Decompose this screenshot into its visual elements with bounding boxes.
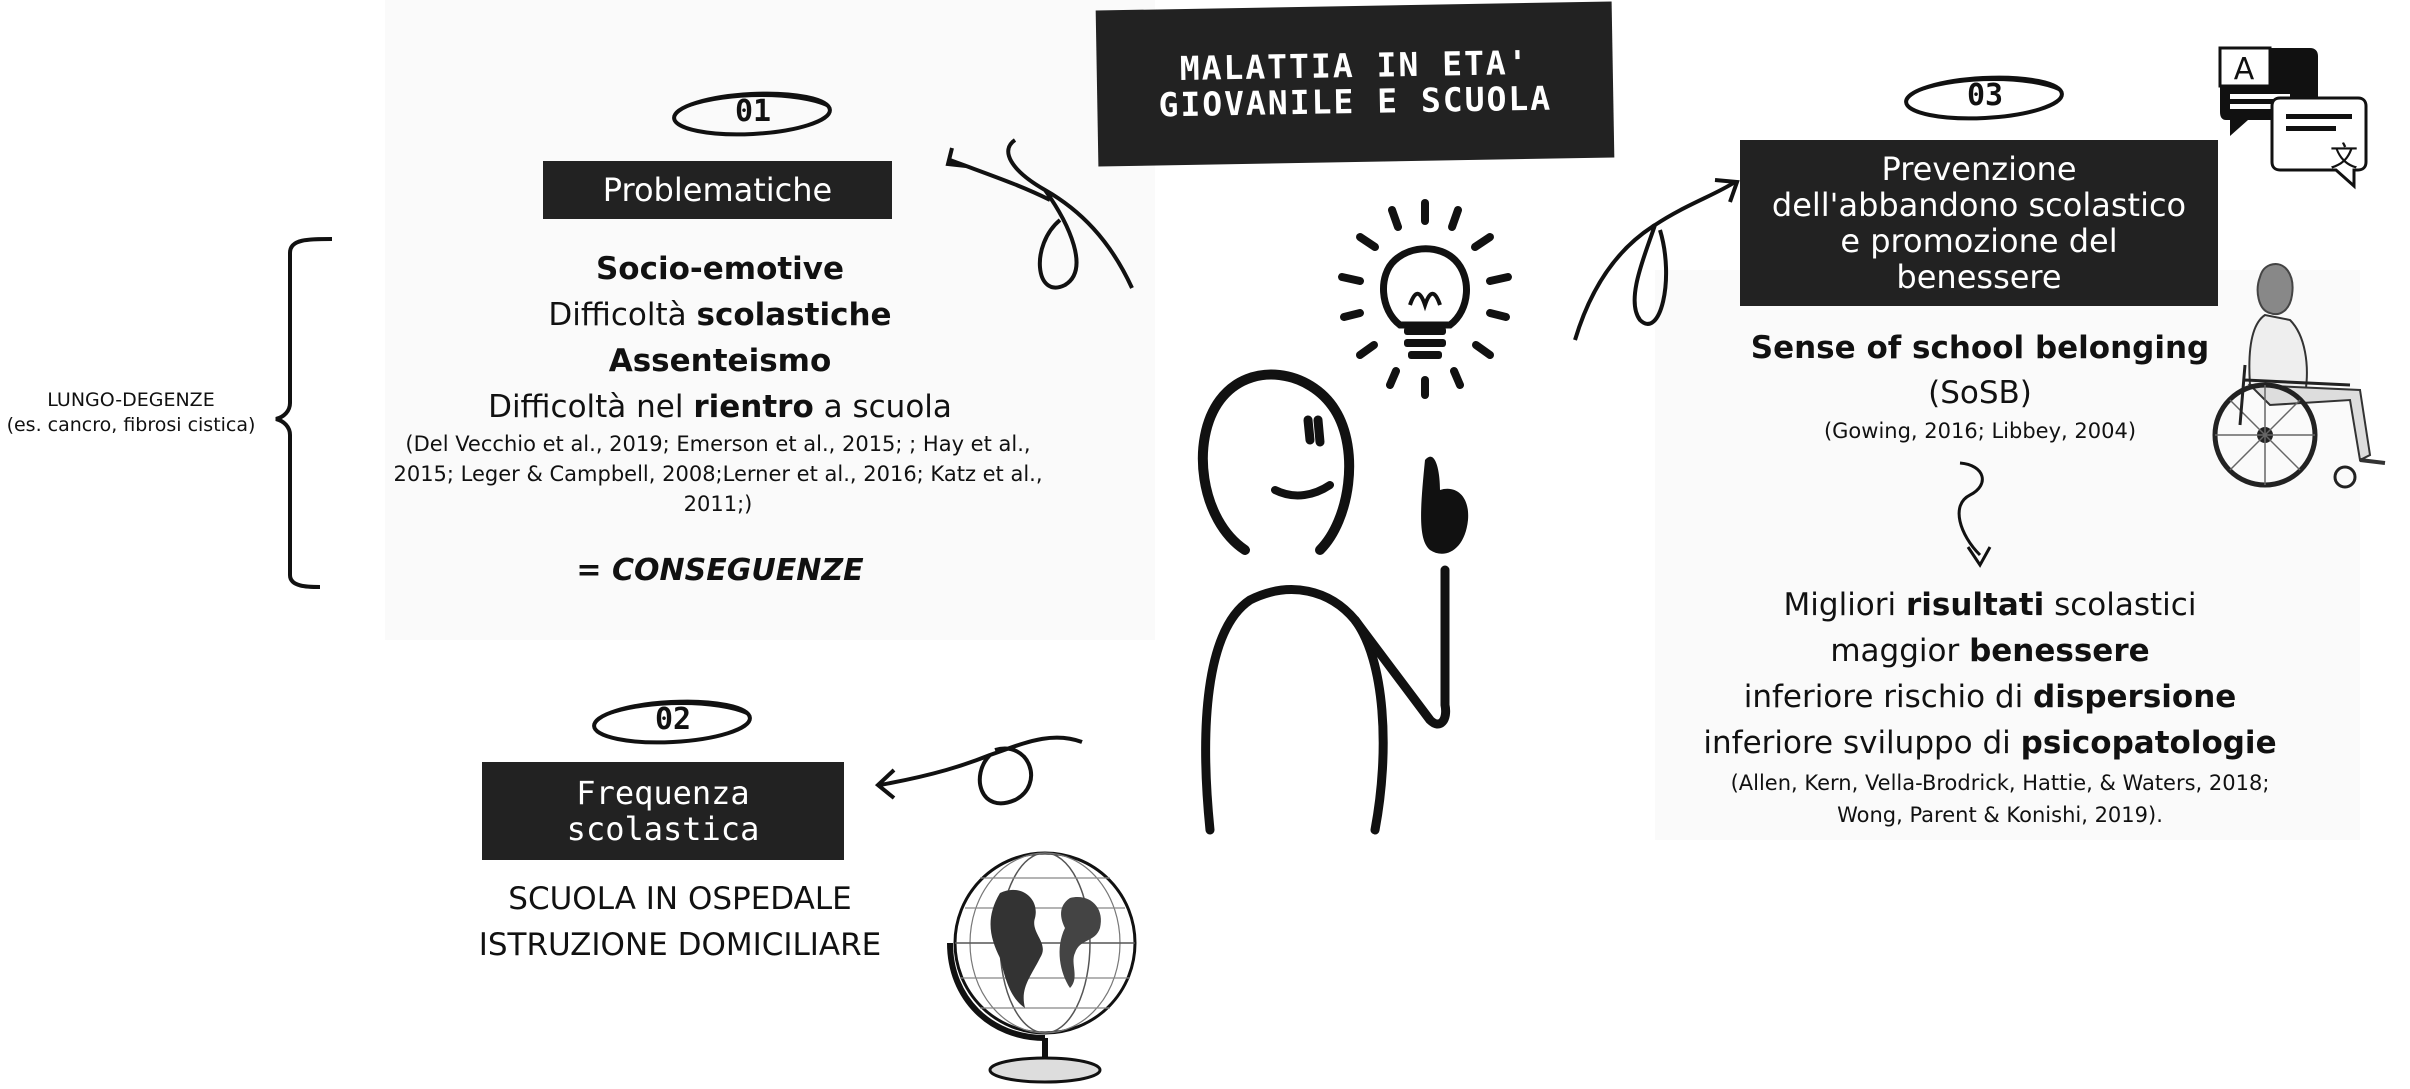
s03-subtitle-block: Sense of school belonging (SoSB) (Gowing…: [1720, 325, 2240, 447]
arrow-to-problematiche: [945, 138, 1134, 290]
s02-line1: SCUOLA IN OSPEDALE: [508, 881, 852, 917]
s01-citation: (Del Vecchio et al., 2019; Emerson et al…: [393, 432, 1043, 516]
number-02: 02: [654, 702, 692, 737]
svg-text:文: 文: [2330, 140, 2358, 173]
s01-item-1: Socio-emotive: [595, 251, 845, 287]
left-note-line1: LUNGO-DEGENZE: [47, 389, 215, 411]
s03-outcome-4: inferiore sviluppo di psicopatologie: [1703, 725, 2277, 761]
arrow-to-outcomes: [1957, 461, 1992, 568]
number-01-badge: [672, 91, 832, 137]
header-prevenzione: Prevenzione dell'abbandono scolastico e …: [1740, 140, 2218, 306]
s03-citation2: (Allen, Kern, Vella-Brodrick, Hattie, & …: [1730, 771, 2270, 827]
svg-text:A: A: [2234, 52, 2255, 87]
panel-left: [385, 0, 1155, 640]
header-problematiche: Problematiche: [543, 161, 892, 219]
left-note: LUNGO-DEGENZE (es. cancro, fibrosi cisti…: [0, 388, 262, 438]
s01-conclusion: = CONSEGUENZE: [576, 553, 864, 588]
s03-outcome-1: Migliori risultati scolastici: [1783, 587, 2197, 623]
s01-items: Socio-emotive Difficoltà scolastiche Ass…: [420, 246, 1020, 430]
s03-citation1: (Gowing, 2016; Libbey, 2004): [1823, 419, 2137, 443]
number-03-badge: [1904, 75, 2064, 121]
arrow-to-prevenzione: [1573, 178, 1740, 341]
curly-bracket: [275, 237, 333, 589]
s01-item-3: Assenteismo: [608, 343, 832, 379]
wheelchair-person-illustration: [2212, 263, 2386, 489]
number-03: 03: [1966, 78, 2004, 113]
s03-outcomes: Migliori risultati scolastici maggior be…: [1690, 582, 2290, 766]
panel-right: [1655, 270, 2360, 840]
globe-icon: [947, 851, 1137, 1084]
translate-icon: A 文: [2218, 46, 2368, 190]
s03-outcome-2: maggior benessere: [1830, 633, 2150, 669]
number-02-badge: [592, 699, 752, 745]
lightbulb-icon: [1338, 199, 1512, 399]
header-frequenza: Frequenza scolastica: [482, 762, 844, 860]
s01-item-2: Difficoltà scolastiche: [548, 297, 892, 333]
left-note-line2: (es. cancro, fibrosi cistica): [6, 414, 256, 436]
thumbs-up-person-illustration: [1197, 369, 1469, 835]
s03-outcome-3: inferiore rischio di dispersione: [1743, 679, 2237, 715]
s03-subtitle2: (SoSB): [1928, 375, 2032, 411]
s02-line2: ISTRUZIONE DOMICILIARE: [478, 927, 882, 963]
page-title: MALATTIA IN ETA' GIOVANILE E SCUOLA: [1095, 1, 1615, 167]
s02-lines: SCUOLA IN OSPEDALE ISTRUZIONE DOMICILIAR…: [430, 876, 930, 968]
s03-subtitle: Sense of school belonging: [1750, 330, 2210, 366]
arrow-to-frequenza: [874, 735, 1083, 806]
number-01: 01: [734, 94, 772, 129]
s01-item-4: Difficoltà nel rientro a scuola: [488, 389, 952, 425]
